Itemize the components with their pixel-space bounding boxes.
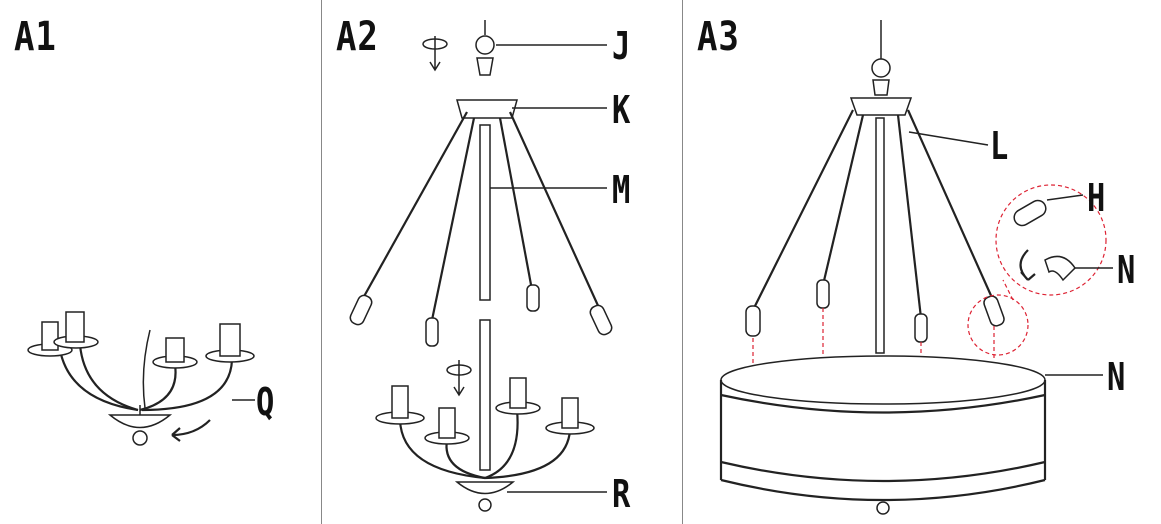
callout-l: L	[990, 124, 1009, 168]
panel-title: A3	[697, 14, 740, 60]
callout-r: R	[612, 472, 631, 516]
callout-m: M	[612, 168, 631, 212]
callout-j: J	[612, 24, 631, 68]
panel-a1: A1 Q	[0, 0, 322, 524]
callout-q: Q	[256, 380, 275, 424]
shade-installation-drawing	[719, 20, 1113, 515]
callout-n-shade: N	[1107, 355, 1126, 399]
chandelier-body-drawing	[27, 311, 255, 446]
panel-title: A1	[14, 14, 57, 60]
panel-title: A2	[336, 14, 379, 60]
callout-n-detail: N	[1117, 248, 1136, 292]
chandelier-assembly-drawing	[349, 20, 613, 512]
callout-k: K	[612, 88, 631, 132]
callout-h: H	[1087, 176, 1106, 220]
panel-a3: A3	[683, 0, 1161, 524]
panel-a2: A2	[322, 0, 683, 524]
